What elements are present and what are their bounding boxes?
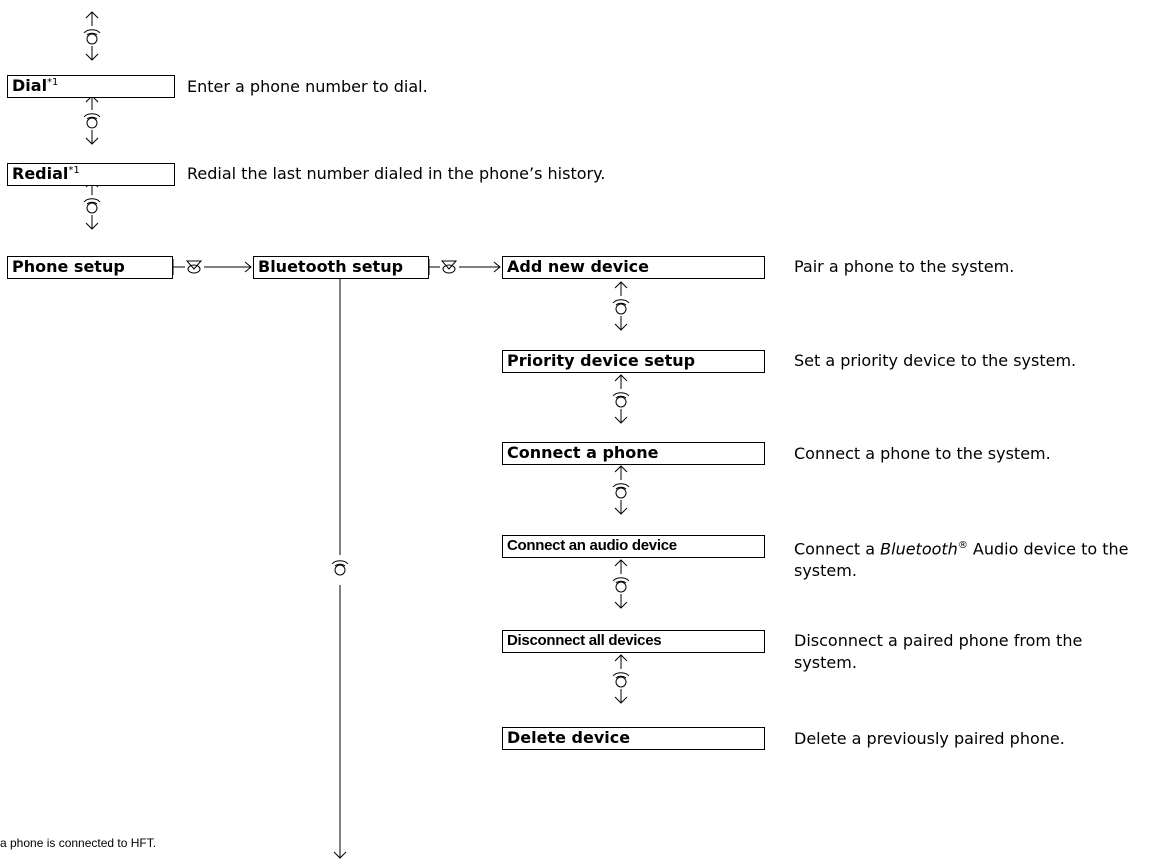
menu-item-redial[interactable]: Redial*1 (7, 163, 175, 186)
rotate-cycle-icon (613, 655, 629, 703)
footnote-mark: *1 (68, 165, 80, 176)
press-knob-icon (441, 260, 457, 274)
rotate-cycle-icon (84, 96, 100, 144)
menu-item-priority-device-setup[interactable]: Priority device setup (502, 350, 765, 373)
bluetooth-brand-text: Bluetooth (880, 539, 958, 559)
rotate-cycle-icon (613, 282, 629, 330)
footnote-text: a phone is connected to HFT. (0, 836, 157, 850)
menu-item-description: Connect a phone to the system. (794, 444, 1051, 463)
rotate-cycle-icon (613, 375, 629, 423)
menu-item-description: Enter a phone number to dial. (187, 77, 428, 96)
rotate-cycle-icon (613, 466, 629, 514)
menu-item-label: Dial (12, 76, 48, 95)
menu-item-bluetooth-setup[interactable]: Bluetooth setup (253, 256, 429, 279)
menu-item-connect-a-phone[interactable]: Connect a phone (502, 442, 765, 465)
rotate-knob-icon (331, 560, 349, 576)
rotate-cycle-icon (84, 12, 100, 60)
menu-item-description: Disconnect a paired phone from the syste… (794, 631, 1083, 672)
menu-item-description: Pair a phone to the system. (794, 257, 1015, 276)
menu-item-description: Redial the last number dialed in the pho… (187, 164, 606, 183)
rotate-cycle-icon (84, 181, 100, 229)
menu-item-connect-an-audio-device[interactable]: Connect an audio device (502, 535, 765, 558)
menu-item-phone-setup[interactable]: Phone setup (7, 256, 173, 279)
menu-item-label: Redial (12, 164, 69, 183)
footnote-mark: *1 (47, 77, 59, 88)
menu-item-disconnect-all-devices[interactable]: Disconnect all devices (502, 630, 765, 653)
menu-item-description: Connect a Bluetooth® Audio device to the… (794, 539, 1129, 581)
menu-item-dial[interactable]: Dial*1 (7, 75, 175, 98)
menu-item-description: Set a priority device to the system. (794, 351, 1077, 370)
menu-item-description: Delete a previously paired phone. (794, 729, 1065, 748)
rotate-cycle-icon (613, 560, 629, 608)
menu-item-delete-device[interactable]: Delete device (502, 727, 765, 750)
press-knob-icon (186, 260, 202, 274)
menu-item-add-new-device[interactable]: Add new device (502, 256, 765, 279)
